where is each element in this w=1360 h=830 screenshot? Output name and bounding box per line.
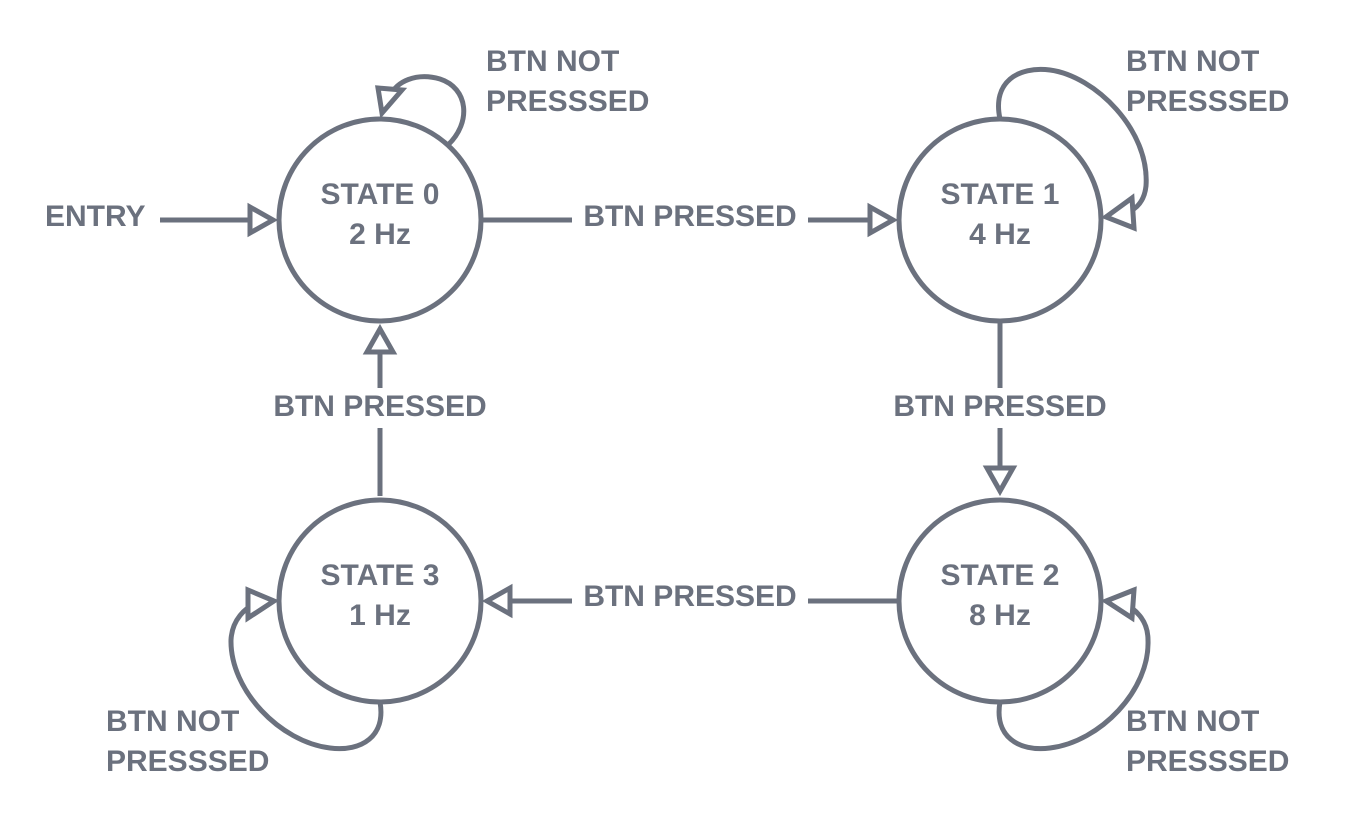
state-3[interactable]: STATE 3 1 Hz <box>276 497 484 705</box>
state-0-name: STATE 0 <box>321 178 440 211</box>
state-1-freq: 4 Hz <box>969 218 1031 251</box>
self-loop-s1-label-line1: BTN NOT <box>1126 45 1259 78</box>
transition-s3-s0-label: BTN PRESSED <box>273 390 486 423</box>
self-loop-s3-label-line1: BTN NOT <box>106 705 239 738</box>
state-1-name: STATE 1 <box>941 178 1060 211</box>
self-loop-s0 <box>375 74 467 147</box>
self-loop-s3-label-line2: PRESSSED <box>106 745 269 778</box>
self-loop-s2-label-line2: PRESSSED <box>1126 745 1289 778</box>
self-loop-s2-label-line1: BTN NOT <box>1126 705 1259 738</box>
state-0-freq: 2 Hz <box>349 218 411 251</box>
self-loop-s3 <box>228 586 384 752</box>
state-0[interactable]: STATE 0 2 Hz <box>276 116 484 324</box>
transition-s1-s2-label: BTN PRESSED <box>893 390 1106 423</box>
entry-arrow <box>160 202 279 238</box>
self-loop-s0-label-line2: PRESSSED <box>486 85 649 118</box>
transition-s2-s3-label: BTN PRESSED <box>583 580 796 613</box>
state-2-name: STATE 2 <box>941 559 1060 592</box>
state-1[interactable]: STATE 1 4 Hz <box>896 116 1104 324</box>
state-2-freq: 8 Hz <box>969 599 1031 632</box>
state-2[interactable]: STATE 2 8 Hz <box>896 497 1104 705</box>
self-loop-s1 <box>996 66 1149 232</box>
self-loop-s1-label-line2: PRESSSED <box>1126 85 1289 118</box>
state-3-freq: 1 Hz <box>349 599 411 632</box>
transition-s0-s1-label: BTN PRESSED <box>583 200 796 233</box>
self-loop-s2 <box>996 586 1151 752</box>
self-loop-s0-label-line1: BTN NOT <box>486 45 619 78</box>
entry-label: ENTRY <box>45 200 146 233</box>
state-3-name: STATE 3 <box>321 559 440 592</box>
